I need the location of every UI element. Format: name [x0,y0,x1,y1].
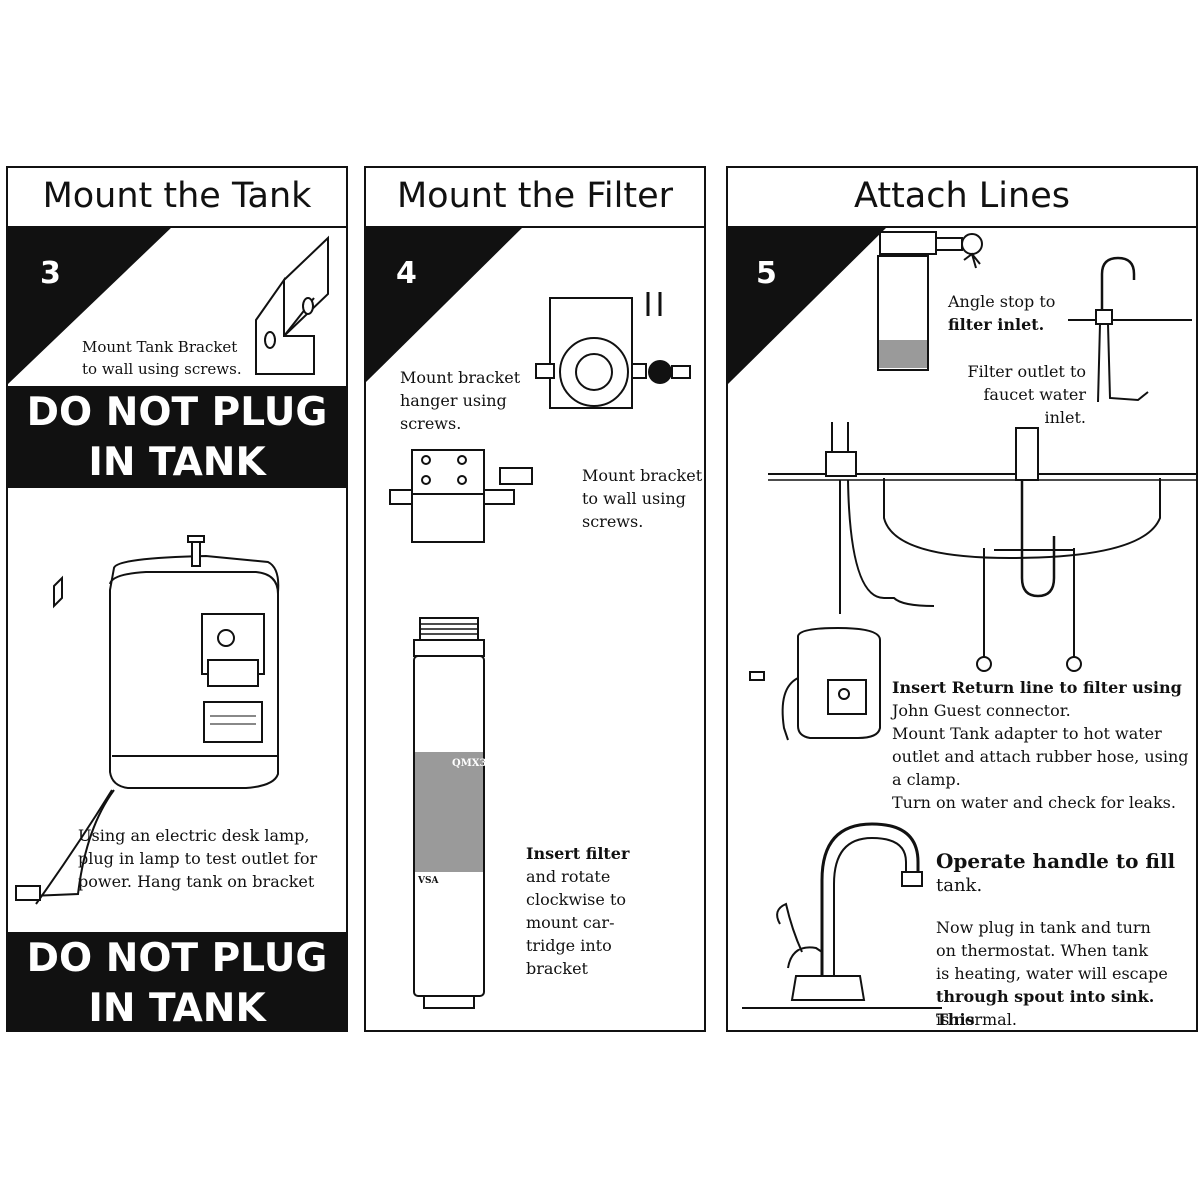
under-sink-illustration [764,418,1196,676]
operate-handle-title: Operate handle to fill [936,849,1176,873]
filter-outlet-text: Filter outlet to faucet water inlet. [967,362,1087,427]
insert-filter-heading: Insert filter [526,844,630,863]
warning-banner-bottom: DO NOT PLUG IN TANK [8,932,346,1030]
step-number: 3 [40,256,61,291]
angle-stop-text: Angle stop to [948,292,1056,311]
filter-label: QMX3 [452,758,487,769]
filter-cartridge-illustration [410,616,496,1014]
return-line-caption: John Guest connector. Mount Tank adapter… [892,701,1189,812]
filter-inlet-text: filter inlet. [948,315,1045,334]
wall-caption: Mount bracket to wall using screws. [582,466,703,531]
lamp-caption: Using an electric desk lamp, plug in lam… [78,826,318,891]
panel-title: Attach Lines [728,168,1196,228]
plug-in-caption-bold: through spout into sink. This [936,987,1155,1029]
warning-banner-top: DO NOT PLUG IN TANK [8,386,346,488]
panel-title: Mount the Tank [8,168,346,228]
faucet-small-illustration [1068,252,1196,412]
step-triangle [366,226,524,382]
plug-in-caption: Now plug in tank and turn on thermostat.… [936,918,1168,983]
panel-title: Mount the Filter [366,168,704,228]
tank-small-illustration [748,618,888,748]
filter-assembly-illustration [866,228,998,374]
bracket-caption: Mount Tank Bracket to wall using screws. [82,338,242,378]
operate-handle-subtitle: tank. [936,875,983,896]
step-number: 4 [396,256,417,291]
insert-filter-caption: and rotate clockwise to mount car- tridg… [526,867,627,978]
step-triangle [728,226,888,384]
tank-bracket-illustration [252,236,332,378]
step-triangle [8,226,173,384]
panel-attach-lines: Attach Lines 5 Angle stop to filter inle… [726,166,1198,1032]
panel-mount-filter: Mount the Filter 4 Mount bracket hanger … [364,166,706,1032]
panel-mount-tank: Mount the Tank 3 Mount Tank Bracket to w… [6,166,348,1032]
water-tank-illustration [16,528,296,798]
step-number: 5 [756,256,777,291]
hanger-caption: Mount bracket hanger using screws. [400,368,521,433]
return-line-heading: Insert Return line to filter using [892,678,1182,697]
filter-brand: VSA [418,876,439,886]
plug-in-caption-end: is normal. [936,1010,1017,1029]
bracket-hanger-illustration [388,446,538,546]
filter-head-illustration [536,292,706,420]
hot-water-faucet-illustration [742,818,942,1014]
